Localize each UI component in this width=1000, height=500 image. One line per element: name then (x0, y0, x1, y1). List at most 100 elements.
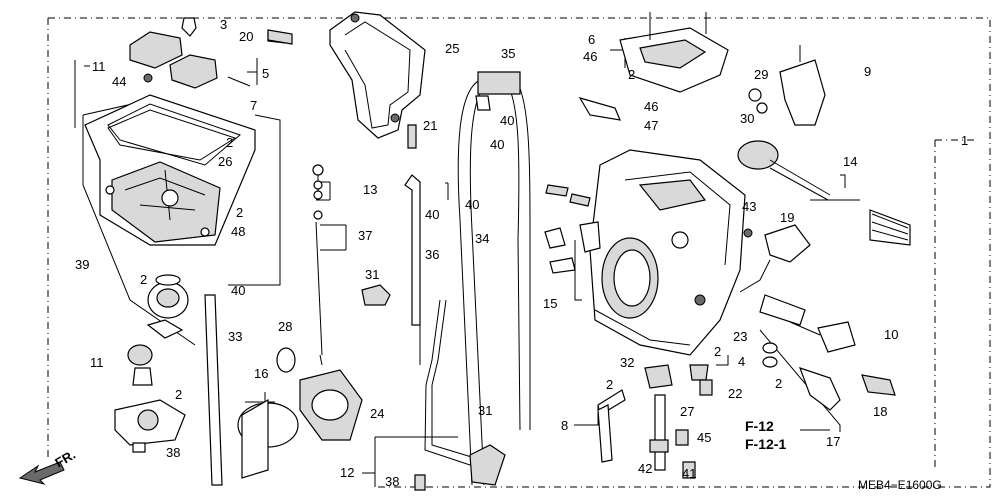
carburetor-assembly-bracket (934, 139, 975, 470)
callout-1: 1 (961, 133, 969, 148)
callout-2-screw: 2 (236, 205, 244, 220)
callout-2-gasket: 2 (226, 135, 234, 150)
callout-14: 14 (843, 154, 858, 169)
callout-42: 42 (638, 461, 653, 476)
float-valve (181, 17, 197, 37)
callout-36: 36 (425, 247, 440, 262)
diagram-code: MEB4−E1600G (858, 478, 942, 492)
callout-2-elbow: 2 (775, 376, 783, 391)
callout-22: 22 (728, 386, 743, 401)
leader-lines (74, 38, 860, 487)
callout-33: 33 (228, 329, 243, 344)
top-cover (329, 11, 426, 139)
callout-5: 5 (262, 66, 270, 81)
callout-40-a: 40 (500, 113, 515, 128)
link-lever (578, 97, 621, 121)
callout-10: 10 (884, 327, 899, 342)
callout-47: 47 (644, 118, 659, 133)
callout-25: 25 (445, 41, 460, 56)
callout-34: 34 (475, 231, 490, 246)
callout-21: 21 (423, 118, 438, 133)
callout-17: 17 (826, 434, 841, 449)
hot-start-valve (759, 294, 856, 353)
screw (414, 474, 426, 491)
callout-31-lower: 31 (478, 403, 493, 418)
callout-27: 27 (680, 404, 695, 419)
callout-30: 30 (740, 111, 755, 126)
front-direction-arrow (18, 461, 65, 485)
accelerator-pump-cover (114, 274, 189, 453)
callout-38-lower: 38 (385, 474, 400, 489)
lower-small-parts (597, 364, 713, 479)
callout-39: 39 (75, 257, 90, 272)
callout-24: 24 (370, 406, 385, 421)
callout-15: 15 (543, 296, 558, 311)
callout-13: 13 (363, 182, 378, 197)
callout-8: 8 (561, 418, 569, 433)
callout-23: 23 (733, 329, 748, 344)
callout-2-cap: 2 (140, 272, 148, 287)
carburetor-body (589, 149, 746, 356)
callout-2-plate: 2 (628, 67, 636, 82)
callout-26: 26 (218, 154, 233, 169)
adjusting-screws (544, 184, 601, 274)
callout-31-upper: 31 (365, 267, 380, 282)
callout-11-lower: 11 (90, 355, 104, 370)
throttle-cables (457, 71, 531, 486)
callout-20: 20 (239, 29, 254, 44)
throttle-pulley (748, 45, 826, 126)
callout-2-pump: 2 (175, 387, 183, 402)
reference-f12-1: F-12-1 (745, 436, 787, 452)
callout-6: 6 (588, 32, 596, 47)
top-caps (129, 31, 251, 89)
callout-2-jet: 2 (606, 377, 614, 392)
callout-3: 3 (220, 17, 228, 32)
assembly-frame (47, 17, 991, 488)
callout-44: 44 (112, 74, 127, 89)
callout-9: 9 (864, 64, 872, 79)
callout-37: 37 (358, 228, 373, 243)
callout-12: 12 (340, 465, 355, 480)
carburetor-insulator (237, 369, 363, 479)
overflow-tube (204, 294, 223, 486)
choke-elbow (762, 342, 841, 411)
throttle-shaft (737, 140, 911, 246)
top-plate (619, 12, 729, 93)
vent-hose (404, 174, 421, 326)
callout-40-e: 40 (231, 283, 246, 298)
reference-f12: F-12 (745, 418, 774, 434)
callout-29: 29 (754, 67, 769, 82)
callout-19: 19 (780, 210, 795, 225)
callout-48: 48 (231, 224, 246, 239)
jet-needle (312, 164, 324, 366)
throttle-position-sensor (739, 224, 811, 293)
callout-4: 4 (738, 354, 746, 369)
callout-28: 28 (278, 319, 293, 334)
callout-46-top: 46 (583, 49, 598, 64)
float-chamber-gasket (107, 109, 237, 161)
callout-38-upper: 38 (166, 445, 181, 460)
screw (407, 124, 417, 149)
callout-2-ring: 2 (714, 344, 722, 359)
callout-40-d: 40 (465, 197, 480, 212)
float-chamber (84, 94, 256, 246)
callout-40-c: 40 (425, 207, 440, 222)
pilot-jet-tube (597, 404, 613, 463)
callout-41: 41 (682, 466, 697, 481)
callout-45: 45 (697, 430, 712, 445)
throttle-link (424, 299, 506, 486)
callout-16: 16 (254, 366, 269, 381)
callout-43: 43 (742, 199, 757, 214)
o-ring (276, 347, 296, 373)
clamp-bracket (361, 284, 391, 306)
callout-11-top: 11 (92, 59, 106, 74)
callout-35: 35 (501, 46, 516, 61)
callout-7: 7 (250, 98, 258, 113)
drain-plug (861, 374, 896, 396)
screw (267, 29, 293, 45)
callout-46-lever: 46 (644, 99, 659, 114)
callout-40-b: 40 (490, 137, 505, 152)
callout-18: 18 (873, 404, 888, 419)
